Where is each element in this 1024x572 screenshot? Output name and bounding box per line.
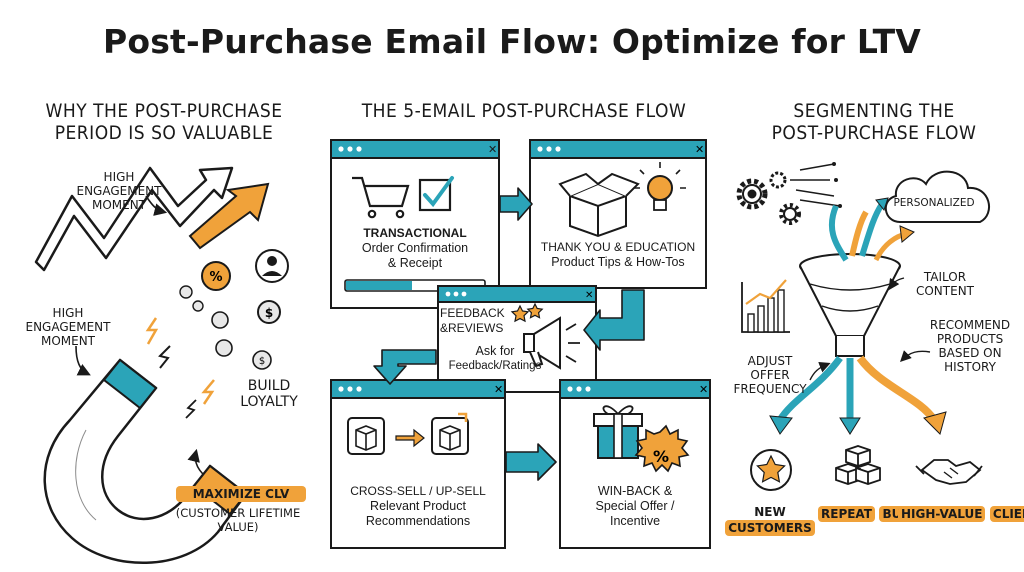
- email-2-title: THANK YOU & EDUCATION: [540, 240, 696, 254]
- email-4-line-1: Relevant Product: [370, 499, 466, 513]
- label-tailor-content: TAILOR CONTENT: [900, 270, 990, 298]
- svg-text:✕: ✕: [699, 383, 708, 396]
- left-heading-line-1: WHY THE POST-PURCHASE: [45, 100, 283, 122]
- box-icon: [558, 172, 640, 238]
- percent-icon: %: [634, 424, 690, 473]
- cloud-icon: [885, 170, 990, 223]
- segment-high-value-clients: HIGH-VALUE CLIENTS: [898, 505, 1024, 523]
- svg-text:$: $: [265, 306, 273, 320]
- left-heading-line-2: PERIOD IS SO VALUABLE: [54, 122, 274, 144]
- email-1-text: TRANSACTIONAL Order Confirmation & Recei…: [331, 226, 499, 271]
- right-heading-line-2: POST-PURCHASE FLOW: [771, 122, 977, 144]
- label-engagement-top-line-1: HIGH: [103, 170, 135, 184]
- email-3-title-line-1: FEEDBACK: [440, 306, 505, 320]
- svg-text:✕: ✕: [585, 290, 593, 301]
- email-5-title: WIN-BACK &: [597, 484, 673, 498]
- label-recommend-line-1: RECOMMEND: [929, 318, 1011, 332]
- magnet-icon: [43, 358, 248, 564]
- gift-icon: [593, 405, 643, 459]
- email-1-line-2: & Receipt: [387, 256, 443, 270]
- label-adjust-offer: ADJUST OFFER FREQUENCY: [720, 354, 820, 396]
- label-clv-definition-line-2: VALUE): [217, 520, 259, 534]
- svg-text:%: %: [209, 270, 222, 285]
- box-icon: [347, 412, 469, 455]
- segment-repeat-buyers: REPEAT BUYERS: [818, 505, 940, 523]
- email-3-line-2: Feedback/Ratings: [448, 360, 542, 372]
- label-adjust-line-2: OFFER: [750, 368, 790, 382]
- email-5-text: WIN-BACK & Special Offer / Incentive: [560, 484, 710, 529]
- label-engagement-mid-line-1: HIGH: [52, 306, 84, 320]
- label-build-loyalty: BUILD LOYALTY: [224, 378, 314, 410]
- segment-high-value-line-2: CLIENTS: [989, 506, 1024, 522]
- segment-new-customers-line-2: CUSTOMERS: [725, 520, 815, 536]
- box-icon: [835, 445, 881, 485]
- middle-heading: THE 5-EMAIL POST-PURCHASE FLOW: [361, 100, 687, 122]
- segment-new-customers-line-1: NEW: [754, 505, 786, 519]
- label-engagement-mid-line-3: MOMENT: [40, 334, 96, 348]
- label-adjust-line-1: ADJUST: [747, 354, 793, 368]
- email-5-line-2: Incentive: [609, 514, 661, 528]
- email-1-line-1: Order Confirmation: [361, 241, 469, 255]
- email-2-text: THANK YOU & EDUCATION Product Tips & How…: [530, 240, 706, 270]
- checkbox-icon: [418, 176, 454, 212]
- segment-repeat-buyers-line-1: REPEAT: [818, 506, 875, 522]
- email-3-title: FEEDBACK &REVIEWS: [440, 306, 520, 336]
- svg-text:✕: ✕: [488, 143, 497, 156]
- label-recommend-line-3: BASED ON: [938, 346, 1002, 360]
- label-adjust-line-3: FREQUENCY: [733, 382, 807, 396]
- label-clv-definition: (CUSTOMER LIFETIME VALUE): [158, 506, 318, 534]
- label-build-loyalty-line-2: LOYALTY: [240, 394, 298, 410]
- svg-text:✕: ✕: [695, 143, 704, 156]
- bar-chart-icon: [741, 279, 790, 333]
- coin-icon: % $ $: [179, 261, 281, 370]
- label-recommend-products: RECOMMEND PRODUCTS BASED ON HISTORY: [920, 318, 1020, 374]
- email-window-1: ✕: [330, 139, 500, 309]
- email-5-line-1: Special Offer /: [595, 499, 675, 513]
- email-window-3: ✕: [437, 285, 597, 393]
- email-4-line-2: Recommendations: [365, 514, 471, 528]
- user-icon: [255, 249, 289, 283]
- cloud-label: PERSONALIZED: [893, 197, 975, 209]
- right-heading-line-1: SEGMENTING THE: [793, 100, 955, 122]
- svg-text:%: %: [653, 447, 669, 466]
- svg-text:✕: ✕: [494, 383, 503, 396]
- maximize-clv-badge: MAXIMIZE CLV: [176, 486, 306, 502]
- star-icon: [750, 449, 792, 491]
- label-tailor-content-line-1: TAILOR: [923, 270, 967, 284]
- funnel-icon: [799, 253, 901, 357]
- left-heading: WHY THE POST-PURCHASE PERIOD IS SO VALUA…: [14, 100, 314, 144]
- label-recommend-line-2: PRODUCTS: [936, 332, 1004, 346]
- lightbulb-icon: [634, 162, 686, 211]
- email-2-line-1: Product Tips & How-Tos: [551, 255, 685, 269]
- label-engagement-top-line-3: MOMENT: [91, 198, 147, 212]
- email-3-text: Ask for Feedback/Ratings: [440, 344, 550, 374]
- svg-text:$: $: [259, 356, 265, 367]
- label-tailor-content-line-2: CONTENT: [915, 284, 975, 298]
- page-title: Post-Purchase Email Flow: Optimize for L…: [102, 22, 922, 61]
- gear-icon: [736, 171, 801, 225]
- label-engagement-mid: HIGH ENGAGEMENT MOMENT: [18, 306, 118, 348]
- email-4-text: CROSS-SELL / UP-SELL Relevant Product Re…: [331, 484, 505, 529]
- label-clv-definition-line-1: (CUSTOMER LIFETIME: [175, 506, 301, 520]
- segment-new-customers: NEW CUSTOMERS: [724, 505, 816, 537]
- megaphone-icon: [523, 316, 580, 370]
- handshake-icon: [915, 459, 983, 485]
- segment-high-value-line-1: HIGH-VALUE: [898, 506, 986, 522]
- email-window-5: ✕: [559, 379, 711, 549]
- right-heading: SEGMENTING THE POST-PURCHASE FLOW: [724, 100, 1024, 144]
- label-recommend-line-4: HISTORY: [944, 360, 996, 374]
- email-3-line-1: Ask for: [475, 344, 515, 358]
- star-icon: [510, 302, 544, 323]
- label-build-loyalty-line-1: BUILD: [247, 378, 291, 394]
- email-4-title: CROSS-SELL / UP-SELL: [350, 484, 486, 498]
- cart-icon: [352, 176, 410, 219]
- label-engagement-top: HIGH ENGAGEMENT MOMENT: [64, 170, 174, 212]
- email-window-4: ✕: [330, 379, 506, 549]
- label-engagement-top-line-2: ENGAGEMENT: [76, 184, 162, 198]
- email-3-title-line-2: &REVIEWS: [440, 321, 504, 335]
- label-engagement-mid-line-2: ENGAGEMENT: [25, 320, 111, 334]
- email-1-title: TRANSACTIONAL: [363, 226, 467, 240]
- trend-arrow-icon: [34, 166, 270, 272]
